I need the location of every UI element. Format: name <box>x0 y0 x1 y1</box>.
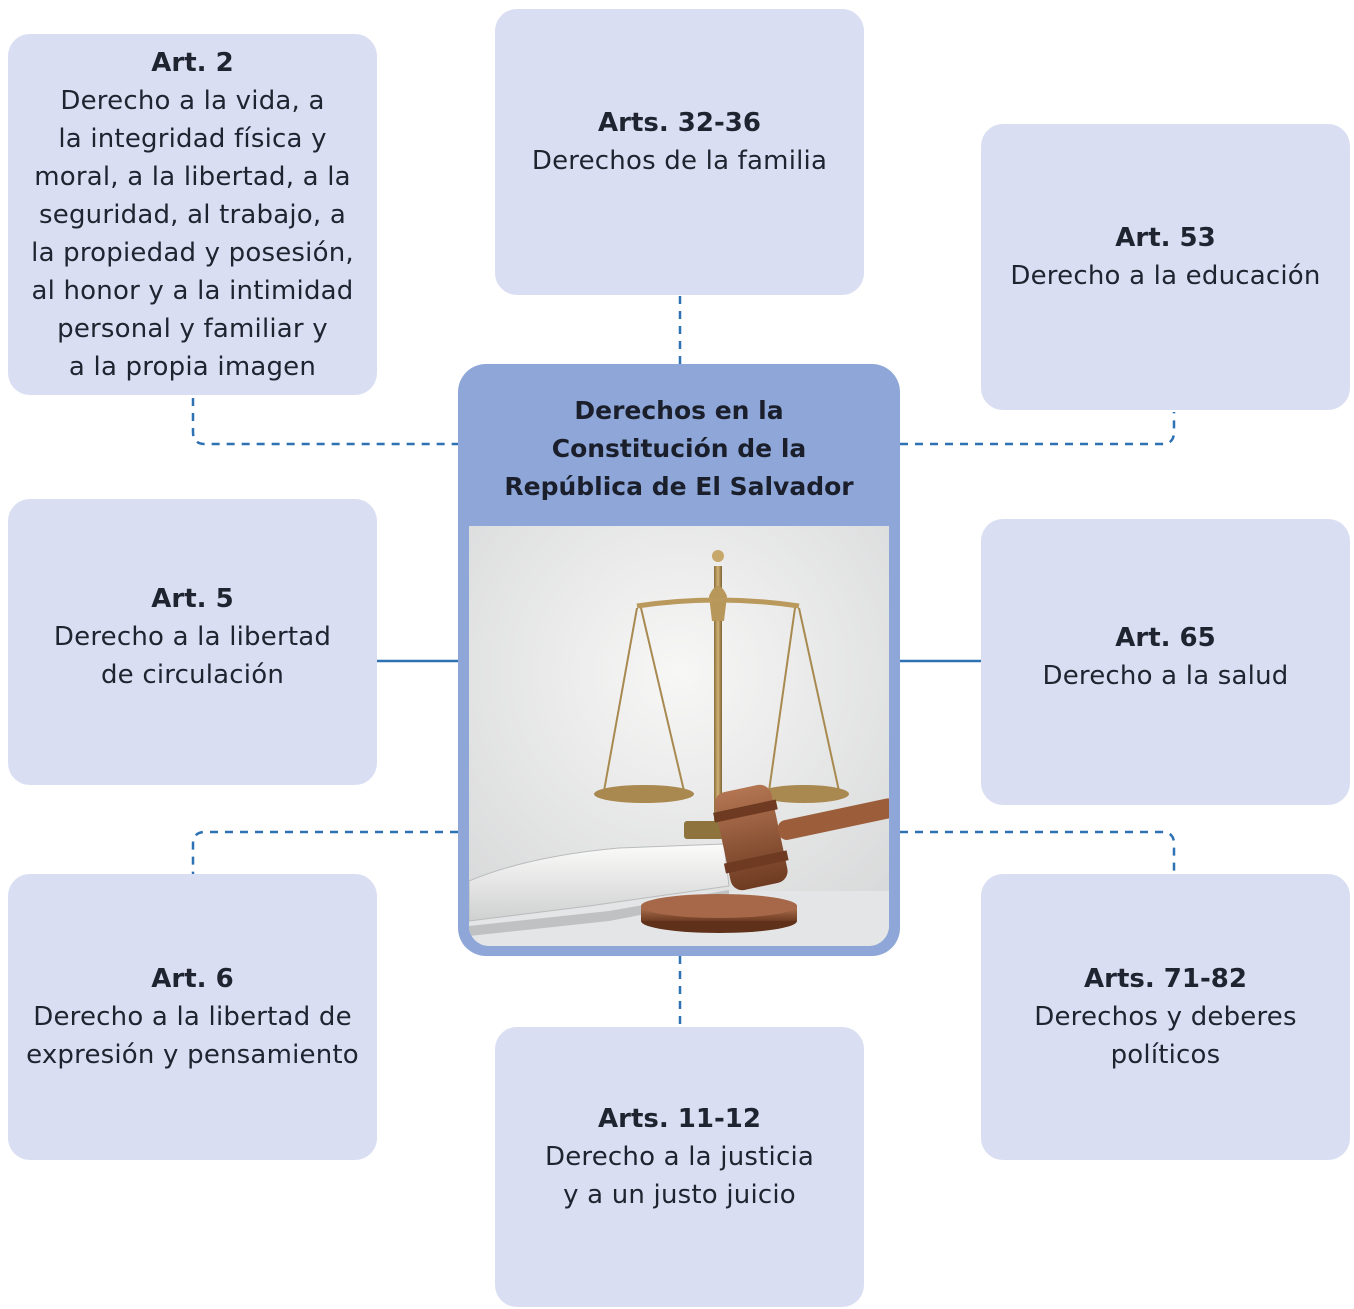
node-description: Derechos de la familia <box>531 146 828 176</box>
node-description: Derecho a la justicia y a un justo juici… <box>544 1142 814 1210</box>
node-description: Derechos y deberes políticos <box>1034 1002 1297 1070</box>
node-art-65: Art. 65 Derecho a la salud <box>981 519 1350 805</box>
node-arts-11-12: Arts. 11-12 Derecho a la justicia y a un… <box>495 1027 864 1307</box>
node-art-5: Art. 5 Derecho a la libertad de circulac… <box>8 499 377 785</box>
node-description: Derecho a la educación <box>1010 261 1321 291</box>
node-article: Art. 53 <box>1115 223 1216 253</box>
node-article: Arts. 11-12 <box>598 1104 761 1134</box>
connector-art-53 <box>900 412 1176 446</box>
node-article: Art. 5 <box>151 584 234 614</box>
central-title: Derechos en la Constitución de la Repúbl… <box>504 396 854 501</box>
node-description: Derecho a la vida, a la integridad físic… <box>31 85 354 382</box>
node-art-6: Art. 6 Derecho a la libertad de expresió… <box>8 874 377 1160</box>
node-article: Arts. 71-82 <box>1084 964 1247 994</box>
node-article: Arts. 32-36 <box>598 108 761 138</box>
node-description: Derecho a la libertad de expresión y pen… <box>26 1002 359 1070</box>
scales-gavel-illustration <box>469 526 889 946</box>
node-article: Art. 2 <box>151 47 234 78</box>
scales-of-justice-image <box>469 526 889 946</box>
connector-art-2 <box>191 398 458 446</box>
connector-art-6 <box>191 830 458 874</box>
central-topic: Derechos en la Constitución de la Repúbl… <box>458 364 900 956</box>
node-arts-71-82: Arts. 71-82 Derechos y deberes políticos <box>981 874 1350 1160</box>
node-description: Derecho a la salud <box>1042 661 1289 691</box>
node-description: Derecho a la libertad de circulación <box>53 622 332 690</box>
node-article: Art. 65 <box>1115 623 1216 653</box>
node-art-2: Art. 2 Derecho a la vida, a la integrida… <box>8 34 377 395</box>
node-arts-32-36: Arts. 32-36 Derechos de la familia <box>495 9 864 295</box>
node-article: Art. 6 <box>151 964 234 994</box>
connector-arts-71-82 <box>900 830 1176 874</box>
node-art-53: Art. 53 Derecho a la educación <box>981 124 1350 410</box>
